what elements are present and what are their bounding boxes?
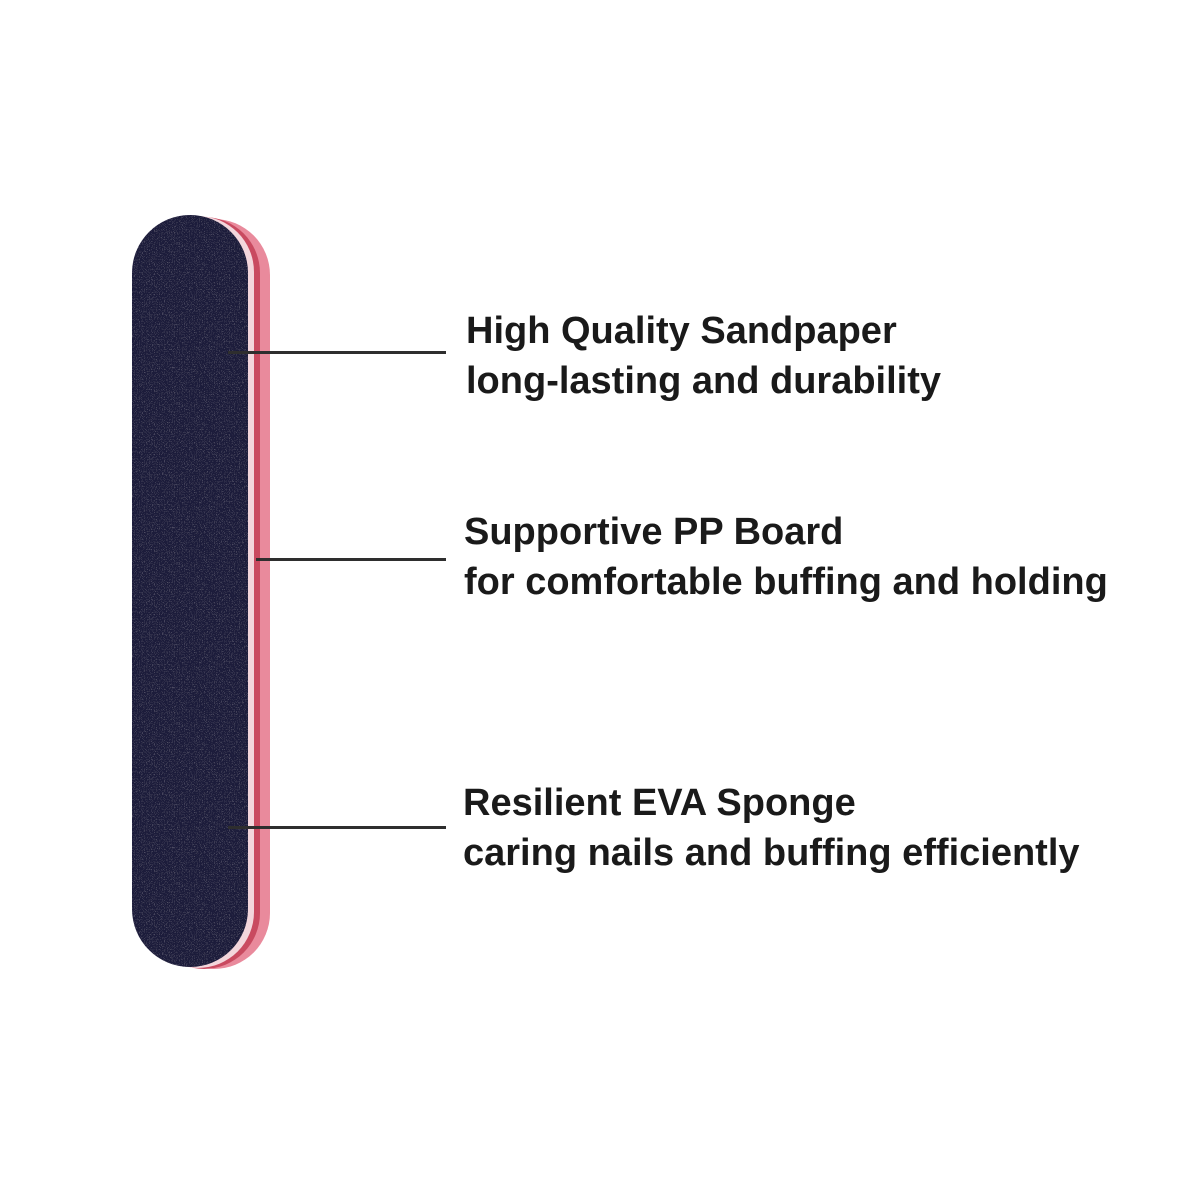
- callout-description: for comfortable buffing and holding: [464, 561, 1108, 603]
- sandpaper-surface: [132, 215, 248, 967]
- callout-sandpaper: High Quality Sandpaper long-lasting and …: [466, 306, 941, 406]
- callout-description: long-lasting and durability: [466, 360, 941, 402]
- callout-line-eva-sponge: [228, 826, 446, 829]
- callout-line-pp-board: [256, 558, 446, 561]
- callout-line-sandpaper: [228, 351, 446, 354]
- callout-description: caring nails and buffing efficiently: [463, 832, 1080, 874]
- callout-title: High Quality Sandpaper: [466, 310, 897, 352]
- callout-eva-sponge: Resilient EVA Sponge caring nails and bu…: [463, 778, 1080, 878]
- callout-title: Supportive PP Board: [464, 511, 844, 553]
- callout-title: Resilient EVA Sponge: [463, 782, 856, 824]
- callout-pp-board: Supportive PP Board for comfortable buff…: [464, 507, 1108, 607]
- nail-file-image: [132, 215, 270, 969]
